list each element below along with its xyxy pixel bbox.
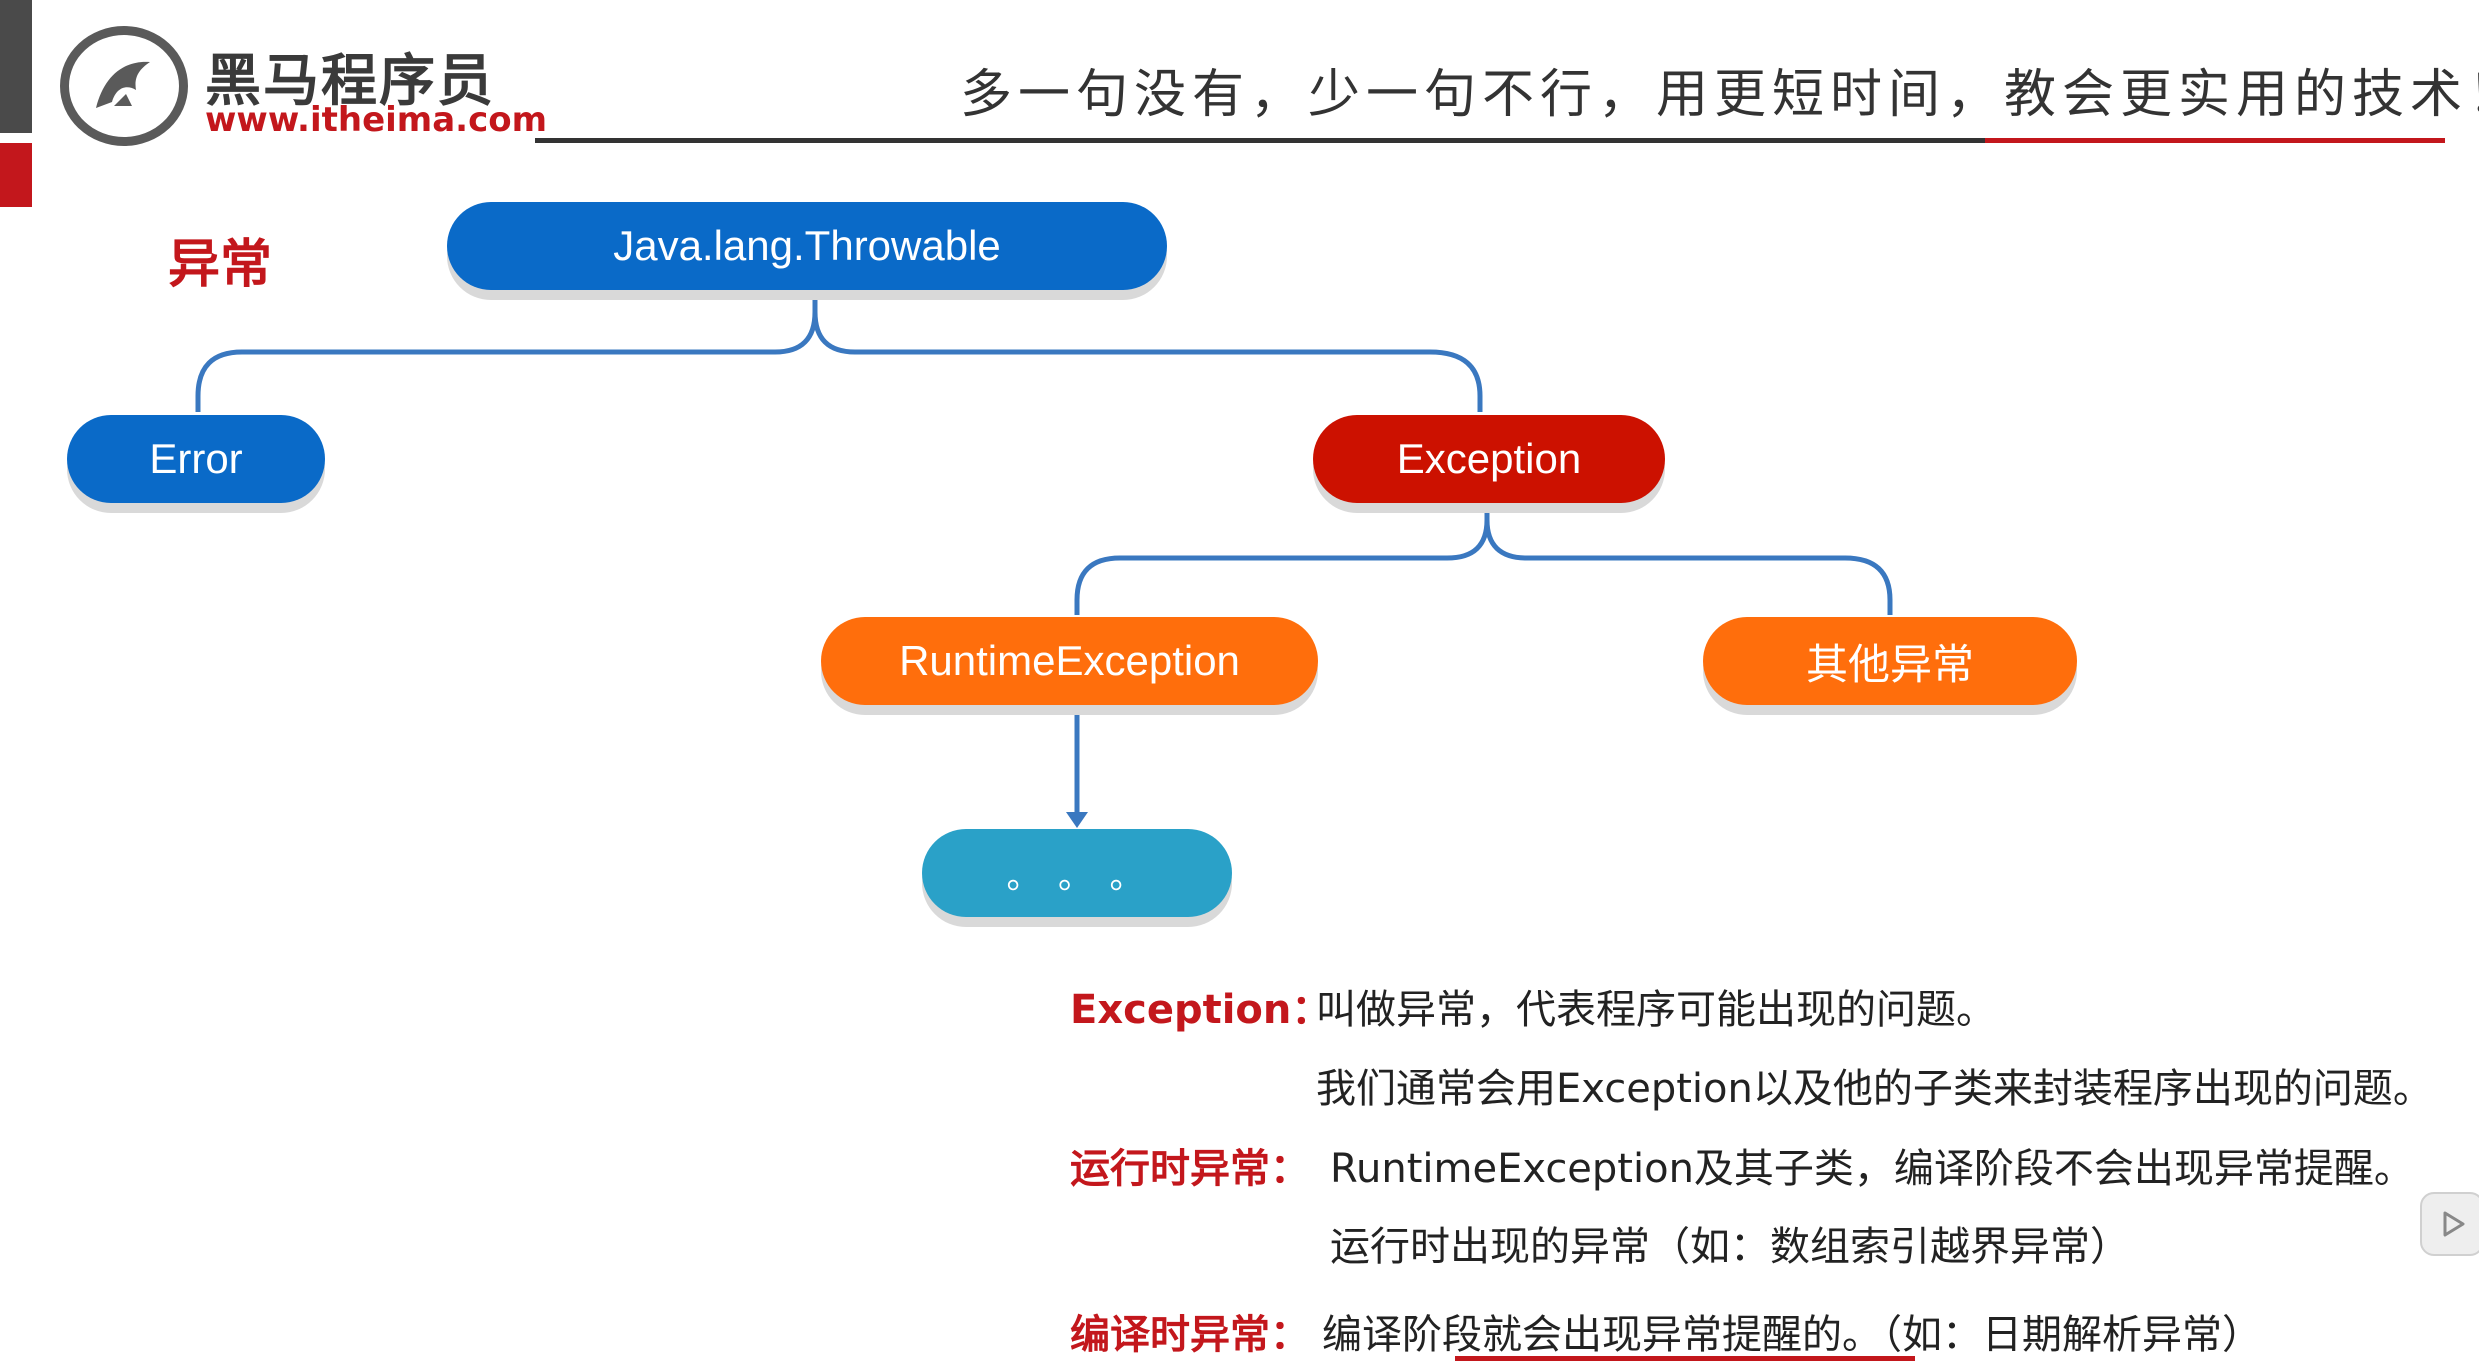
left-accent-bar-red xyxy=(0,143,32,207)
node-other-exceptions: 其他异常 xyxy=(1703,617,2077,705)
runtime-exception-description-1: RuntimeException及其子类，编译阶段不会出现异常提醒。 xyxy=(1330,1146,2414,1192)
brand-name: 黑马程序员 xyxy=(205,49,495,114)
header-divider-accent xyxy=(1985,138,2445,143)
exception-description-2: 我们通常会用Exception以及他的子类来封装程序出现的问题。 xyxy=(1316,1066,2433,1112)
node-error: Error xyxy=(67,415,325,503)
runtime-exception-label: 运行时异常： xyxy=(1070,1146,1310,1192)
exception-label: Exception： xyxy=(1070,987,1332,1033)
runtime-exception-description-2: 运行时出现的异常（如：数组索引越界异常） xyxy=(1330,1224,2130,1270)
header-divider xyxy=(535,138,1985,143)
brand-url: www.itheima.com xyxy=(205,100,548,140)
node-more: 。 。 。 xyxy=(922,829,1232,917)
arrow-down-icon xyxy=(1066,812,1088,828)
compile-exception-description: 编译阶段就会出现异常提醒的。（如：日期解析异常） xyxy=(1322,1312,2262,1358)
node-runtime-exception: RuntimeException xyxy=(821,617,1318,705)
play-button[interactable] xyxy=(2420,1192,2479,1256)
left-accent-bar xyxy=(0,0,32,133)
page-title: 异常 xyxy=(168,235,273,295)
node-exception: Exception xyxy=(1313,415,1665,503)
exception-description-1: 叫做异常，代表程序可能出现的问题。 xyxy=(1316,987,1996,1033)
node-throwable: Java.lang.Throwable xyxy=(447,202,1167,290)
highlight-underline xyxy=(1455,1356,1915,1361)
brand-logo-icon xyxy=(60,26,188,146)
compile-exception-label: 编译时异常： xyxy=(1070,1312,1310,1358)
play-icon xyxy=(2443,1211,2465,1237)
slogan: 多一句没有，少一句不行，用更短时间，教会更实用的技术！ xyxy=(960,65,2479,125)
